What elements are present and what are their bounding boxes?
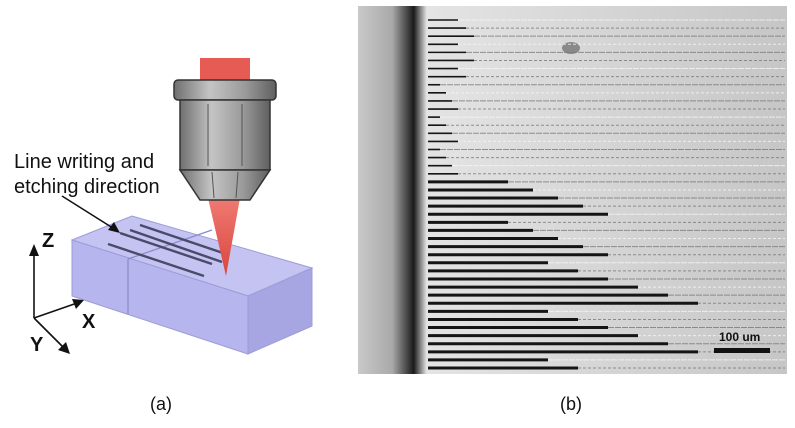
- debris-spot: [562, 42, 580, 54]
- annotation-line-1: Line writing and: [14, 151, 155, 173]
- z-axis-label: Z: [42, 230, 55, 252]
- annotation-line-2: etching direction: [14, 176, 160, 198]
- x-axis-label: X: [82, 311, 96, 333]
- written-line: [107, 242, 205, 278]
- annotation-arrowhead: [108, 222, 120, 233]
- y-axis: [33, 317, 67, 351]
- glass-block-side-face: [247, 267, 313, 355]
- laser-head: [200, 58, 250, 82]
- x-axis: [33, 301, 81, 319]
- y-axis-label: Y: [30, 334, 44, 356]
- caption-a: (a): [150, 394, 172, 414]
- etched-channels: [428, 19, 785, 370]
- scale-bar-label: 100 um: [719, 330, 761, 344]
- coordinate-axes: [29, 244, 84, 354]
- x-axis-arrowhead: [72, 299, 84, 309]
- annotation-arrow: [61, 195, 117, 231]
- z-axis-arrowhead: [29, 244, 39, 256]
- microscope-objective: [173, 58, 277, 201]
- written-line: [139, 223, 227, 256]
- written-line: [119, 231, 213, 266]
- laser-beam: [208, 198, 240, 276]
- caption-b: (b): [560, 394, 582, 414]
- written-line: [129, 228, 223, 264]
- objective-body: [179, 99, 271, 171]
- glass-block: [70, 215, 314, 355]
- objective-groove: [211, 171, 215, 199]
- scale-bar: [714, 348, 770, 353]
- objective-cap: [173, 79, 277, 101]
- objective-nose: [178, 169, 272, 201]
- objective-groove: [235, 171, 239, 199]
- y-axis-arrowhead: [58, 342, 70, 354]
- micrograph: [358, 6, 787, 374]
